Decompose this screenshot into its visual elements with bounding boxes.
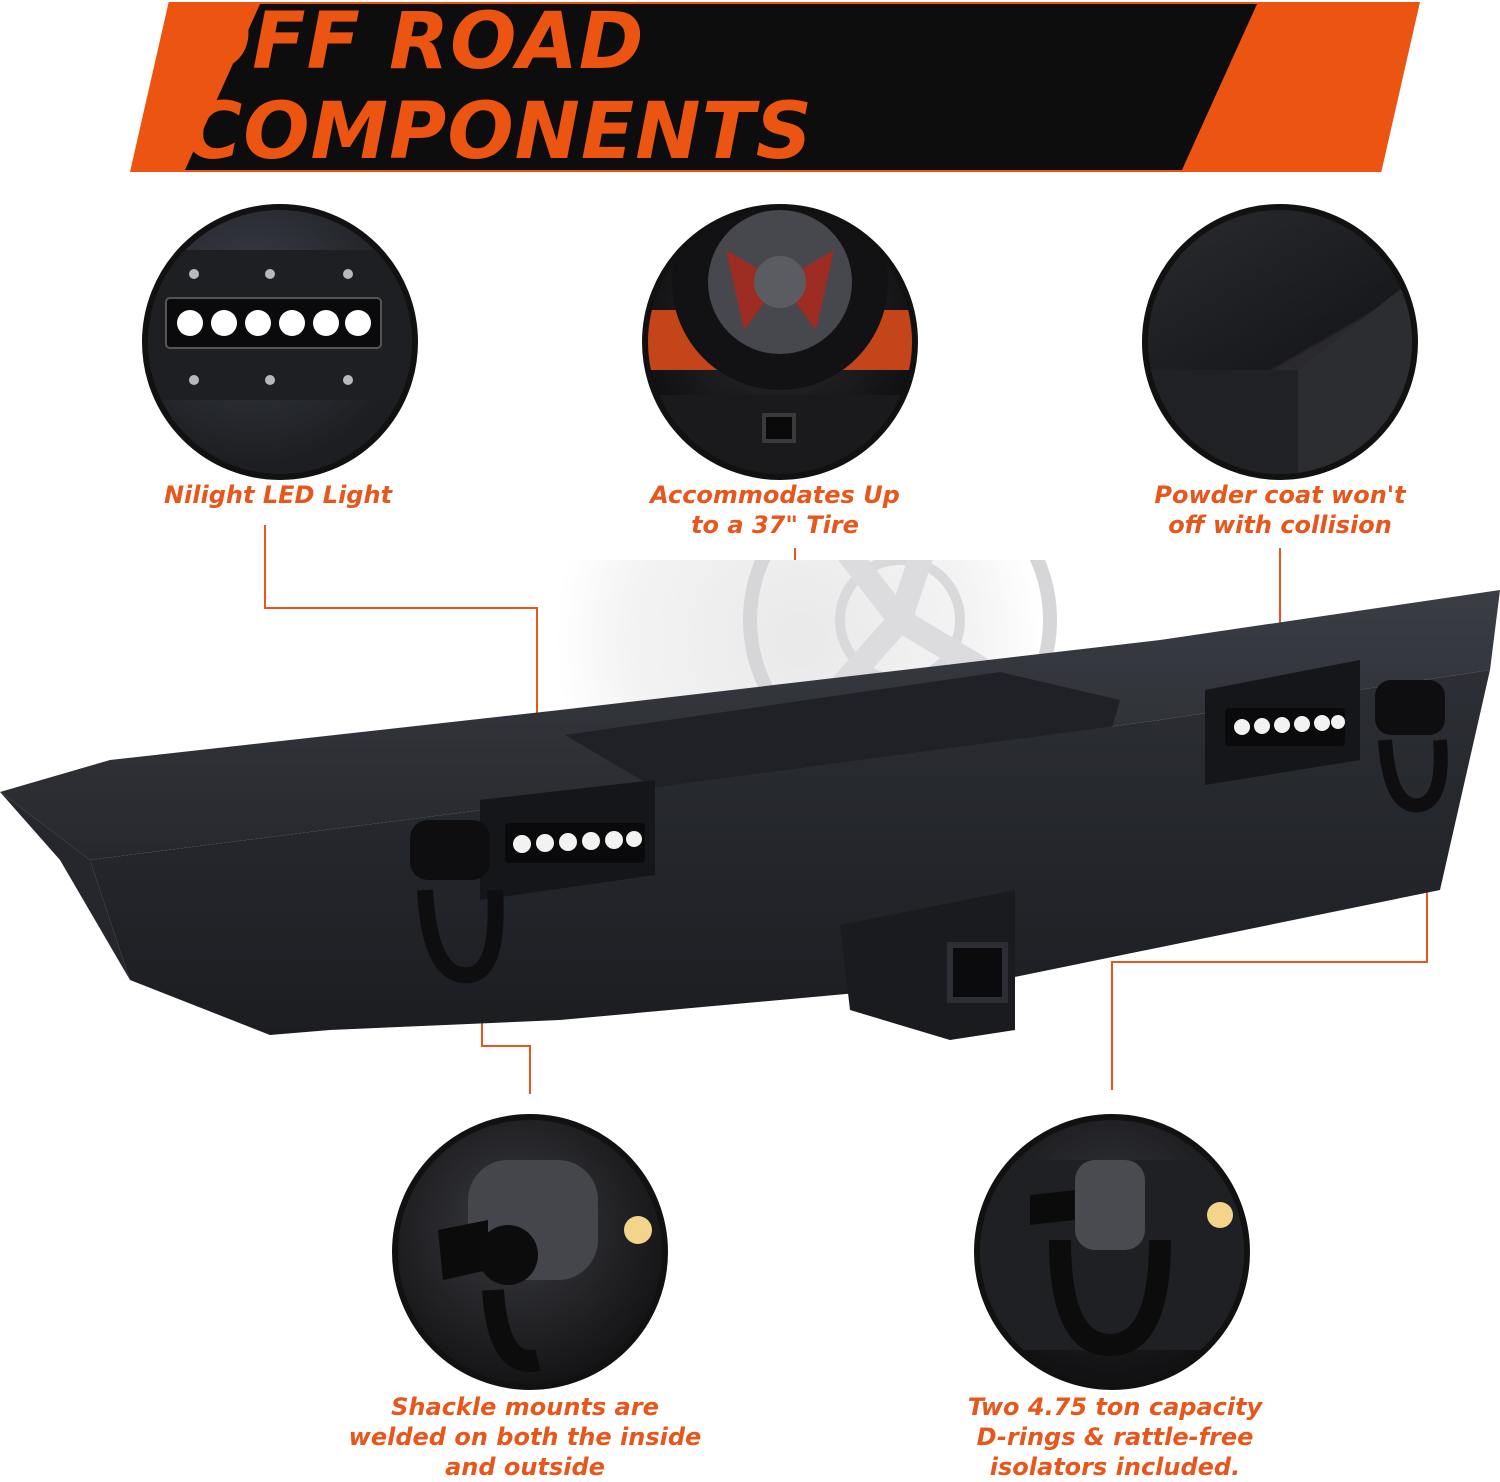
d-ring-detail <box>974 1114 1250 1390</box>
left-d-ring <box>410 820 504 984</box>
caption-line: Nilight LED Light <box>163 481 393 509</box>
caption-line: Two 4.75 ton capacity <box>967 1393 1263 1421</box>
caption-line: D-rings & rattle-free <box>976 1423 1254 1451</box>
spare-tire-detail <box>642 204 918 480</box>
right-d-ring <box>1375 680 1448 813</box>
caption-line: Shackle mounts are <box>391 1393 659 1421</box>
led-light-bar-icon <box>148 250 412 400</box>
shackle-mount-detail <box>392 1114 668 1390</box>
banner-bar <box>185 4 1257 170</box>
caption-line: off with collision <box>1168 511 1392 539</box>
d-ring-icon <box>980 1160 1244 1357</box>
caption-line: to a 37" Tire <box>691 511 859 539</box>
banner-title: OFF ROAD COMPONENTS <box>185 0 813 177</box>
powder-coat-surface-icon <box>1148 280 1412 474</box>
rear-bumper-illustration <box>0 560 1500 1040</box>
caption-shackle: Shackle mounts are welded on both the in… <box>330 1392 720 1482</box>
caption-line: and outside <box>445 1453 605 1481</box>
caption-tire: Accommodates Up to a 37" Tire <box>630 480 920 540</box>
shackle-mount-icon <box>438 1160 652 1373</box>
caption-dring: Two 4.75 ton capacity D-rings & rattle-f… <box>930 1392 1300 1482</box>
caption-line: Powder coat won't <box>1154 481 1406 509</box>
spare-tire-icon <box>648 210 912 474</box>
caption-line: welded on both the inside <box>348 1423 702 1451</box>
caption-led: Nilight LED Light <box>140 480 416 510</box>
caption-line: isolators included. <box>989 1453 1241 1481</box>
caption-line: Accommodates Up <box>650 481 900 509</box>
caption-coat: Powder coat won't off with collision <box>1130 480 1430 540</box>
led-light-detail <box>142 204 418 480</box>
powder-coat-detail <box>1142 204 1418 480</box>
